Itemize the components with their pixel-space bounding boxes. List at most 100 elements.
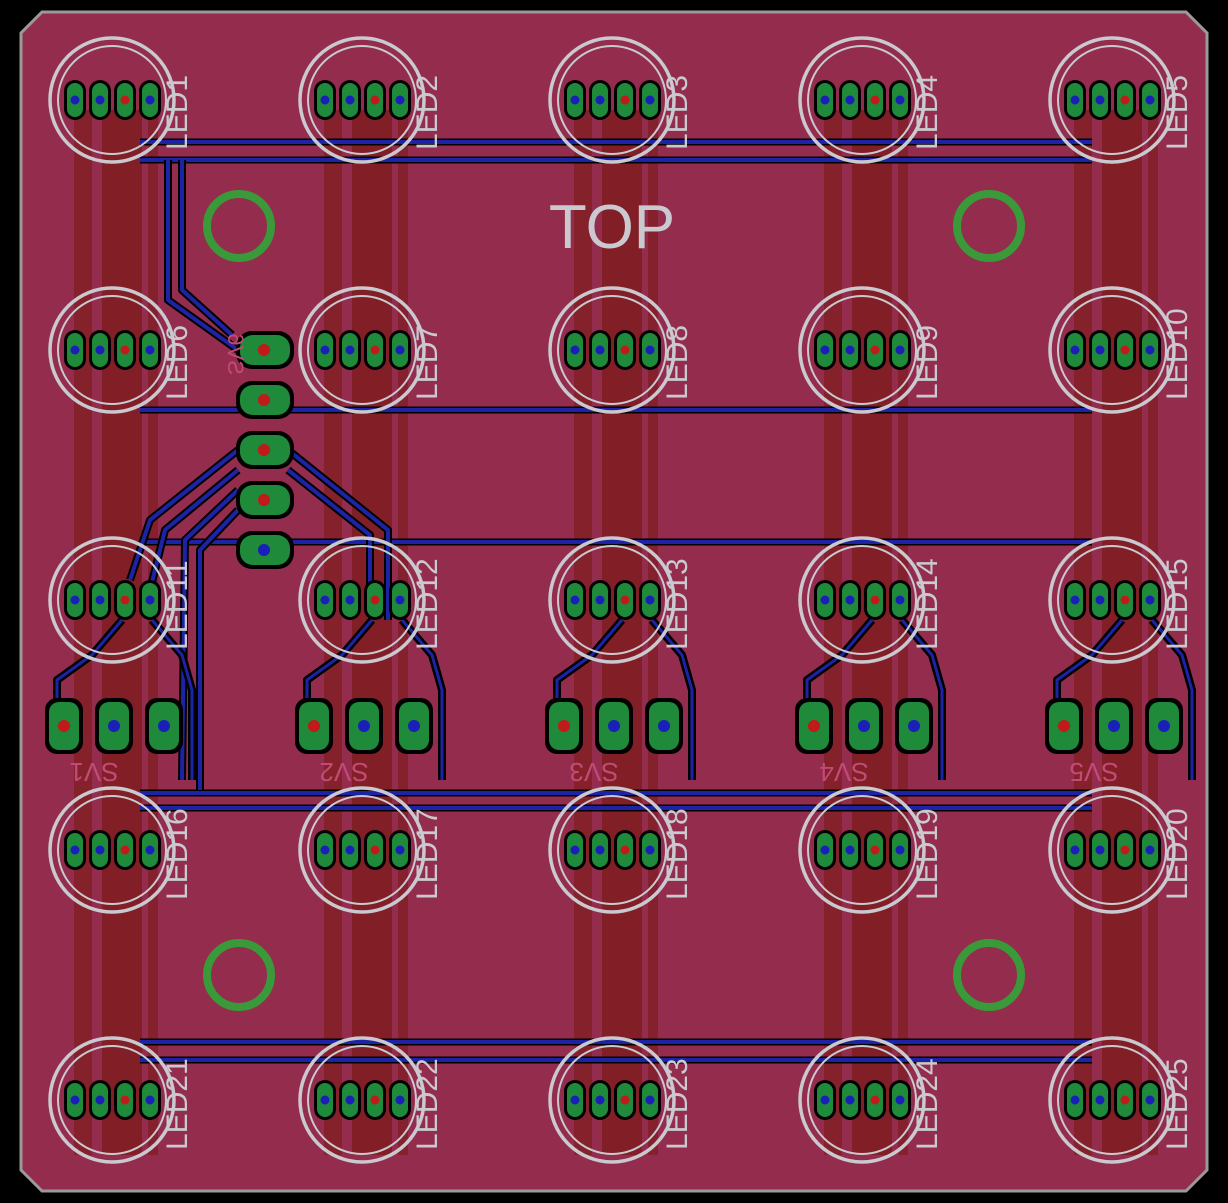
led-label: LED9: [911, 325, 944, 400]
via-icon: [370, 95, 380, 105]
via-icon: [308, 720, 320, 732]
led-outline-icon: [307, 795, 417, 905]
via-icon: [145, 845, 155, 855]
mount-hole-icon: [953, 190, 1025, 262]
led-footprint: [298, 286, 426, 414]
led-footprint: [48, 786, 176, 914]
bottom-trace: [148, 468, 240, 591]
connector-sv: [1045, 698, 1183, 754]
connector-sv: [545, 698, 683, 754]
via-icon: [395, 1095, 405, 1105]
via-icon: [1095, 95, 1105, 105]
via-icon: [1145, 95, 1155, 105]
via-icon: [595, 1095, 605, 1105]
via-icon: [845, 95, 855, 105]
via-icon: [1120, 1095, 1130, 1105]
via-icon: [1070, 845, 1080, 855]
copper-band: [398, 110, 408, 1155]
bottom-trace: [198, 508, 240, 790]
via-icon: [1070, 595, 1080, 605]
led-footprint: [1048, 1036, 1176, 1164]
led-outline-icon: [548, 286, 676, 414]
led-outline-icon: [1048, 536, 1176, 664]
via-icon: [595, 595, 605, 605]
via-icon: [845, 845, 855, 855]
via-icon: [820, 95, 830, 105]
bottom-trace: [180, 488, 240, 781]
via-icon: [808, 720, 820, 732]
bottom-trace: [286, 468, 372, 600]
via-icon: [870, 345, 880, 355]
copper-band: [898, 110, 908, 1155]
led-footprint: [1048, 786, 1176, 914]
via-icon: [395, 595, 405, 605]
via-icon: [658, 720, 670, 732]
led-footprint: [798, 536, 926, 664]
via-icon: [345, 1095, 355, 1105]
led-outline-icon: [48, 536, 176, 664]
via-icon: [70, 595, 80, 605]
bottom-trace: [150, 619, 194, 780]
led-outline-icon: [1057, 1045, 1167, 1155]
via-icon: [845, 1095, 855, 1105]
via-icon: [595, 95, 605, 105]
via-icon: [345, 845, 355, 855]
via-icon: [108, 720, 120, 732]
via-icon: [870, 595, 880, 605]
led-outline-icon: [298, 36, 426, 164]
via-icon: [320, 95, 330, 105]
led-outline-icon: [807, 545, 917, 655]
led-outline-icon: [48, 286, 176, 414]
via-icon: [645, 345, 655, 355]
via-icon: [1145, 1095, 1155, 1105]
bottom-trace: [55, 619, 124, 712]
via-icon: [845, 345, 855, 355]
bottom-trace: [166, 160, 240, 352]
led-label: LED14: [911, 558, 944, 650]
via-icon: [620, 1095, 630, 1105]
led-label: LED15: [1161, 558, 1194, 650]
via-icon: [820, 1095, 830, 1105]
led-outline-icon: [807, 295, 917, 405]
via-icon: [570, 845, 580, 855]
via-icon: [345, 345, 355, 355]
via-icon: [120, 1095, 130, 1105]
connector-sv: [45, 698, 183, 754]
via-icon: [570, 595, 580, 605]
led-outline-icon: [307, 545, 417, 655]
connector-label: SV4: [819, 757, 868, 787]
led-label: LED21: [161, 1058, 194, 1150]
led-outline-icon: [57, 795, 167, 905]
via-icon: [820, 345, 830, 355]
via-icon: [258, 544, 270, 556]
led-footprint: [548, 536, 676, 664]
led-label: LED11: [161, 560, 194, 650]
via-icon: [1120, 595, 1130, 605]
via-icon: [1120, 95, 1130, 105]
via-icon: [1095, 1095, 1105, 1105]
via-icon: [395, 845, 405, 855]
via-icon: [395, 95, 405, 105]
led-footprint: [548, 1036, 676, 1164]
led-outline-icon: [807, 45, 917, 155]
via-icon: [858, 720, 870, 732]
led-label: LED22: [411, 1058, 444, 1150]
led-outline-icon: [798, 36, 926, 164]
led-footprint: [798, 1036, 926, 1164]
led-label: LED7: [411, 325, 444, 400]
led-outline-icon: [1057, 545, 1167, 655]
led-footprint: [548, 36, 676, 164]
led-outline-icon: [548, 1036, 676, 1164]
via-icon: [120, 95, 130, 105]
via-icon: [1108, 720, 1120, 732]
led-outline-icon: [1048, 1036, 1176, 1164]
via-icon: [58, 720, 70, 732]
via-icon: [345, 595, 355, 605]
led-outline-icon: [1057, 795, 1167, 905]
via-icon: [258, 444, 270, 456]
via-icon: [570, 1095, 580, 1105]
led-footprint: [48, 536, 176, 664]
via-icon: [895, 95, 905, 105]
led-outline-icon: [1057, 295, 1167, 405]
led-footprint: [1048, 536, 1176, 664]
